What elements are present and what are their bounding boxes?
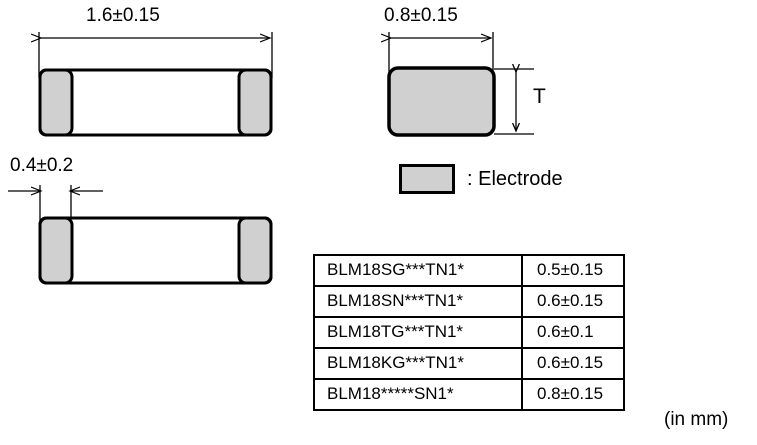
electrode-legend: : Electrode — [399, 164, 563, 194]
dimension-label-width: 0.8±0.15 — [384, 5, 458, 26]
part-number-cell: BLM18*****SN1* — [313, 378, 523, 411]
part-number-cell: BLM18KG***TN1* — [313, 347, 523, 380]
component-body-side — [387, 66, 496, 137]
bottom-plan-view — [8, 185, 273, 285]
legend-label: Electrode — [478, 167, 563, 190]
table-body: BLM18SG***TN1* 0.5±0.15 BLM18SN***TN1* 0… — [313, 254, 625, 411]
thickness-cell: 0.6±0.15 — [521, 347, 625, 380]
table-row: BLM18KG***TN1* 0.6±0.15 — [313, 347, 625, 380]
part-number-cell: BLM18SN***TN1* — [313, 285, 523, 318]
dimension-label-electrode-band: 0.4±0.2 — [10, 155, 74, 176]
electrode-swatch-icon — [399, 164, 455, 194]
electrode-left-top — [38, 68, 74, 137]
component-body-top — [38, 68, 273, 137]
side-elevation-view — [387, 32, 534, 137]
part-number-cell: BLM18SG***TN1* — [313, 254, 523, 287]
table-row: BLM18TG***TN1* 0.6±0.1 — [313, 316, 625, 349]
dimension-label-length: 1.6±0.15 — [86, 5, 160, 26]
dimension-label-thickness: T — [533, 85, 546, 108]
electrode-right-bottom — [237, 216, 273, 285]
legend-separator: : — [467, 167, 473, 190]
component-body-bottom — [38, 216, 273, 285]
thickness-cell: 0.6±0.15 — [521, 285, 625, 318]
top-plan-view — [38, 32, 273, 137]
table-row: BLM18SG***TN1* 0.5±0.15 — [313, 254, 625, 287]
thickness-specification-table: BLM18SG***TN1* 0.5±0.15 BLM18SN***TN1* 0… — [313, 254, 625, 411]
electrode-right-top — [237, 68, 273, 137]
table-row: BLM18SN***TN1* 0.6±0.15 — [313, 285, 625, 318]
units-note: (in mm) — [664, 409, 729, 430]
thickness-cell: 0.5±0.15 — [521, 254, 625, 287]
part-number-cell: BLM18TG***TN1* — [313, 316, 523, 349]
thickness-cell: 0.8±0.15 — [521, 378, 625, 411]
electrode-left-bottom — [38, 216, 74, 285]
table-row: BLM18*****SN1* 0.8±0.15 — [313, 378, 625, 411]
thickness-cell: 0.6±0.1 — [521, 316, 625, 349]
electrode-legend-text: : Electrode — [467, 168, 563, 191]
